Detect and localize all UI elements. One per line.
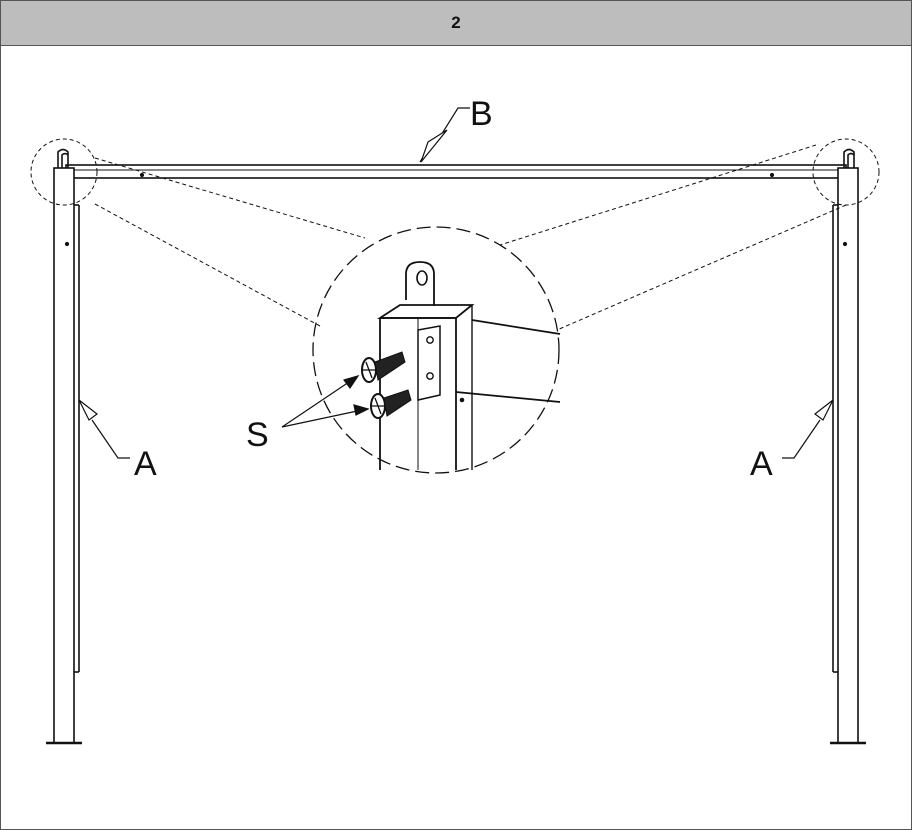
- label-post-right: A: [750, 445, 773, 483]
- leader-lines: [78, 107, 834, 459]
- corner-callouts: [30, 138, 880, 331]
- left-post: [46, 148, 82, 745]
- screw-upper: [361, 351, 406, 383]
- label-post-left: A: [134, 445, 157, 483]
- right-post: [830, 148, 866, 745]
- step-header: 2: [1, 1, 911, 46]
- label-beam: B: [470, 95, 493, 133]
- top-beam: [65, 164, 847, 179]
- step-number: 2: [451, 13, 461, 32]
- label-screws: S: [246, 416, 269, 454]
- detail-view: [312, 226, 561, 474]
- screw-lower: [370, 389, 412, 419]
